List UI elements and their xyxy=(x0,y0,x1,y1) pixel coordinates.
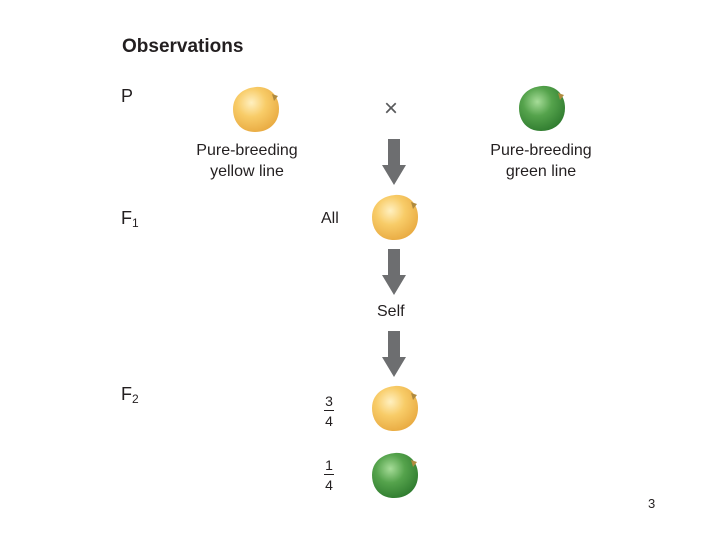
yellow-pea-f2 xyxy=(369,383,421,433)
yellow-parent-label: Pure-breeding yellow line xyxy=(180,140,314,182)
page-number: 3 xyxy=(648,496,655,511)
cross-symbol: × xyxy=(384,95,398,123)
green-pea-parent xyxy=(516,83,568,133)
down-arrow-icon xyxy=(382,139,406,187)
f2-yellow-ratio: 3 4 xyxy=(324,394,334,428)
self-label: Self xyxy=(377,303,405,321)
down-arrow-icon xyxy=(382,331,406,379)
generation-f1-label: F1 xyxy=(121,208,139,230)
diagram-title: Observations xyxy=(122,36,243,58)
down-arrow-icon xyxy=(382,249,406,297)
yellow-pea-f1 xyxy=(369,192,421,242)
generation-p-label: P xyxy=(121,86,133,107)
generation-f2-label: F2 xyxy=(121,384,139,406)
f1-all-label: All xyxy=(321,210,339,228)
green-parent-label: Pure-breeding green line xyxy=(474,140,608,182)
f2-green-ratio: 1 4 xyxy=(324,458,334,492)
yellow-pea-parent xyxy=(230,84,282,134)
green-pea-f2 xyxy=(369,450,421,500)
